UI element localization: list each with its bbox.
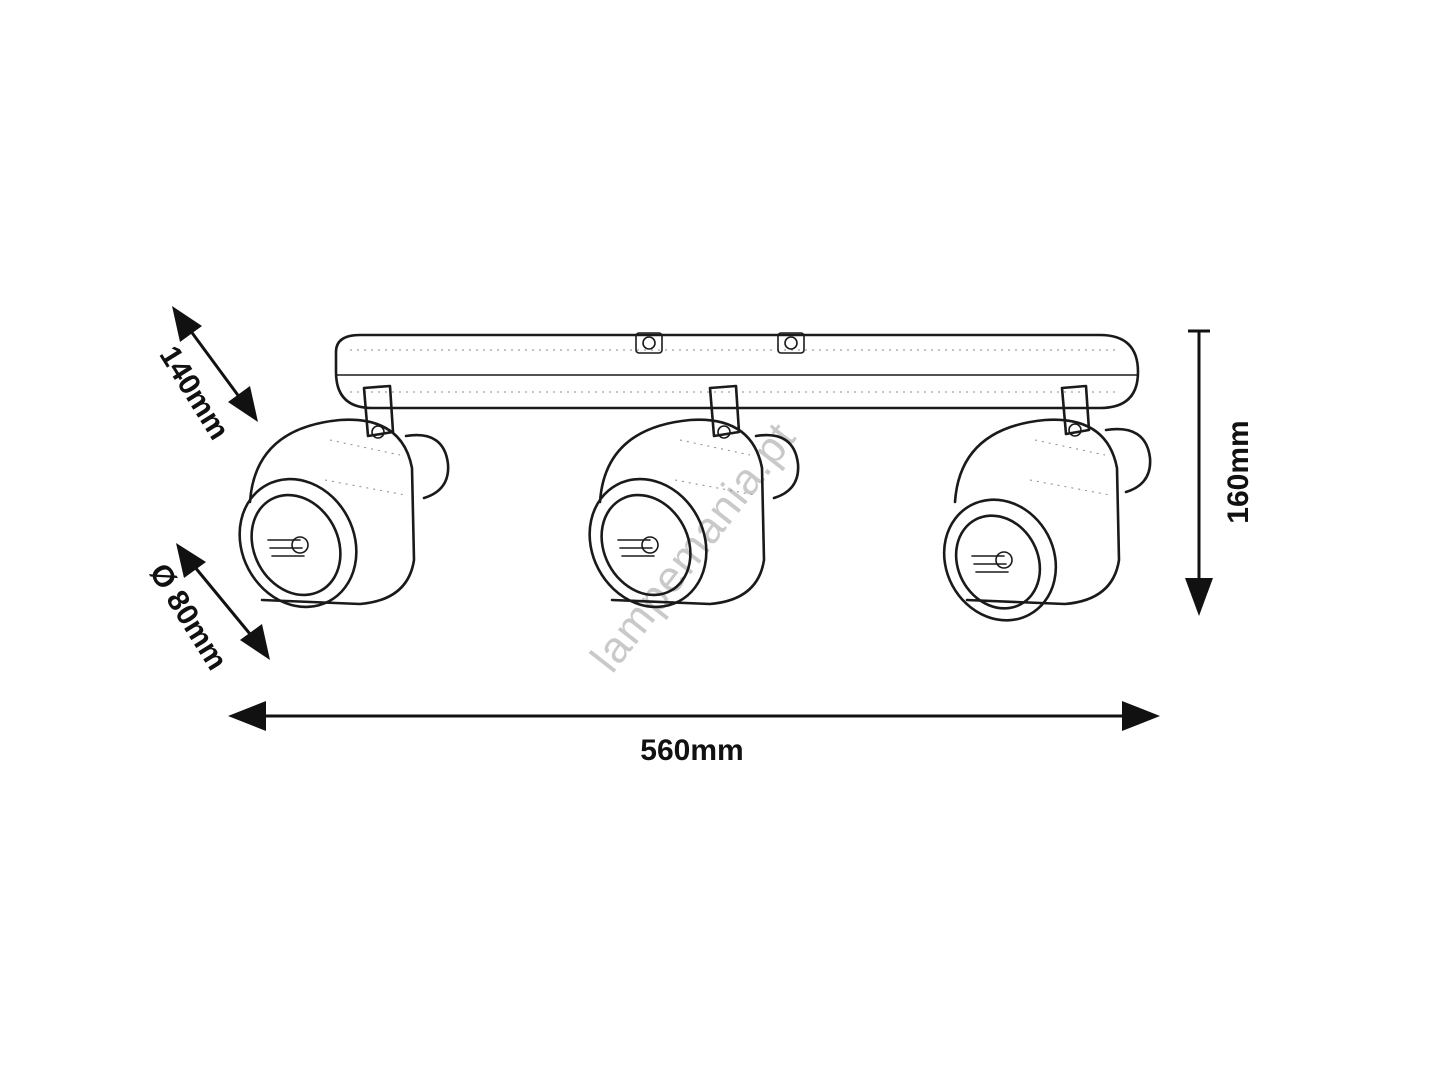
dimension-height: 160mm — [1185, 329, 1255, 616]
spotlight-left — [238, 384, 450, 609]
dimension-height-label: 160mm — [1222, 420, 1255, 523]
spotlight-right — [942, 384, 1152, 622]
dimension-length-label: 560mm — [640, 734, 743, 767]
dimension-depth: 140mm — [153, 306, 258, 446]
dimension-depth-label: 140mm — [153, 340, 236, 445]
screw-right — [777, 332, 805, 354]
dimension-diameter-label: Ø 80mm — [143, 558, 234, 676]
spotlight-center — [588, 384, 800, 609]
dimension-length: 560mm — [228, 701, 1160, 767]
mounting-bar — [334, 332, 1140, 410]
watermark: lampemania.pt — [581, 413, 805, 681]
dimension-diameter: Ø 80mm — [143, 543, 270, 676]
screw-left — [635, 332, 663, 354]
